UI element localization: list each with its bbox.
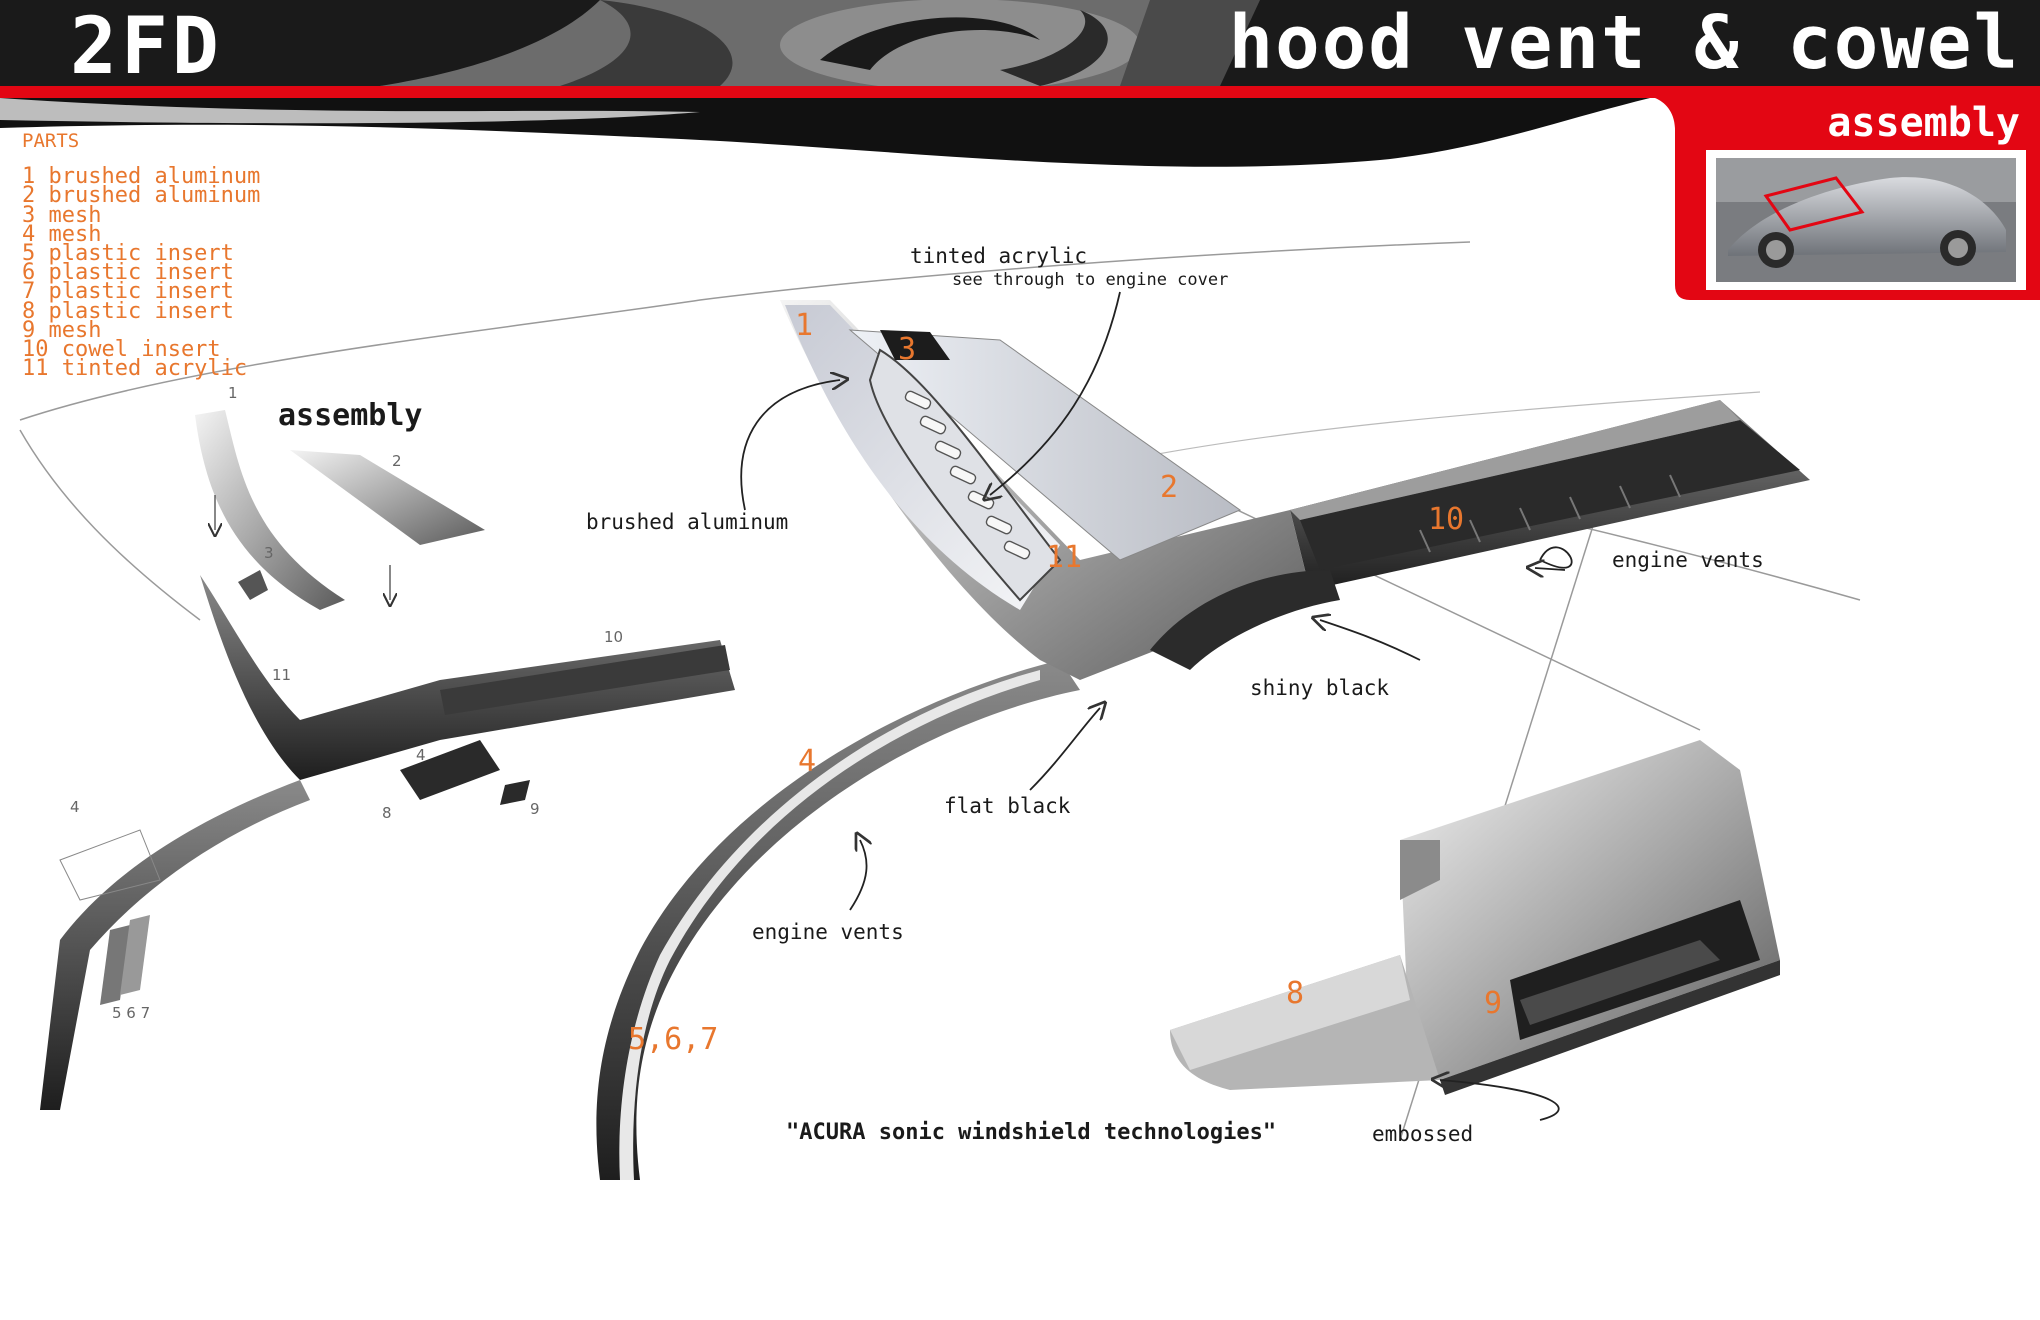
left-sketch-arrows [215, 495, 390, 600]
grey-swoosh [0, 98, 700, 124]
callout-number-9: 9 [1484, 986, 1503, 1021]
callout-number-1: 1 [795, 308, 814, 343]
parts-item: 2 brushed aluminum [22, 183, 261, 209]
parts-heading: PARTS [22, 130, 80, 152]
left-assembly-sketch [40, 410, 735, 1110]
sketch-number-3: 3 [264, 544, 274, 562]
embossed-label: embossed [1372, 1122, 1474, 1146]
see-through-label: see through to engine cover [952, 270, 1229, 290]
engine-vents-left-label: engine vents [752, 920, 904, 944]
parts-item: 6 plastic insert [22, 260, 234, 286]
parts-item: 8 plastic insert [22, 298, 234, 324]
assembly-inset-badge [1655, 98, 2040, 300]
callout-number-2: 2 [1160, 470, 1179, 505]
callout-lines [740, 291, 1573, 1121]
callout-number-10: 10 [1428, 502, 1465, 537]
flat-black-label: flat black [944, 794, 1071, 818]
parts-item: 5 plastic insert [22, 241, 234, 267]
shiny-black-label: shiny black [1250, 676, 1390, 700]
sketch-number-4: 4 [70, 798, 80, 816]
sketch-number-2: 2 [392, 452, 402, 470]
callout-number-567: 5,6,7 [628, 1022, 719, 1057]
header-left-title: 2FD [70, 2, 223, 92]
sketch-number-9: 9 [530, 800, 540, 818]
parts-item: 3 mesh [22, 202, 102, 228]
tinted-acrylic-label: tinted acrylic [910, 244, 1088, 268]
parts-item: 9 mesh [22, 317, 102, 343]
sketch-number-11: 11 [272, 666, 292, 684]
callout-number-11: 11 [1046, 540, 1083, 575]
sketch-number-10: 10 [604, 628, 624, 646]
callout-number-3: 3 [898, 332, 917, 367]
callout-number-8: 8 [1286, 976, 1305, 1011]
shiny-black-part [1150, 570, 1340, 670]
parts-list: PARTS 1 brushed aluminum 2 brushed alumi… [22, 130, 261, 382]
brushed-aluminum-label: brushed aluminum [586, 510, 789, 534]
parts-item: 10 cowel insert [22, 337, 221, 363]
sketch-number-8: 8 [382, 804, 392, 822]
header-right-title: hood vent & cowel [1228, 0, 2020, 86]
assembly-label: assembly [278, 398, 423, 433]
sketch-number-567: 5 6 7 [112, 1004, 151, 1022]
engine-vents-right-label: engine vents [1612, 548, 1764, 572]
parts-item: 1 brushed aluminum [22, 164, 261, 190]
header-red-stripe [0, 86, 2040, 98]
inset-title: assembly [1827, 100, 2020, 146]
sketch-number-4: 4 [416, 746, 426, 764]
parts-item: 4 mesh [22, 221, 102, 247]
header-banner [0, 0, 2040, 91]
cowel-insert-part [1290, 400, 1810, 590]
parts-item: 7 plastic insert [22, 279, 234, 305]
exploded-detail-part [1170, 740, 1780, 1095]
embossed-quote-label: "ACURA sonic windshield technologies" [786, 1120, 1277, 1145]
parts-item: 11 tinted acrylic [22, 356, 248, 382]
sketch-number-1: 1 [228, 384, 238, 402]
fender-trim-part [596, 660, 1080, 1180]
vent-panel-part [780, 300, 1310, 680]
callout-number-4: 4 [798, 744, 817, 779]
